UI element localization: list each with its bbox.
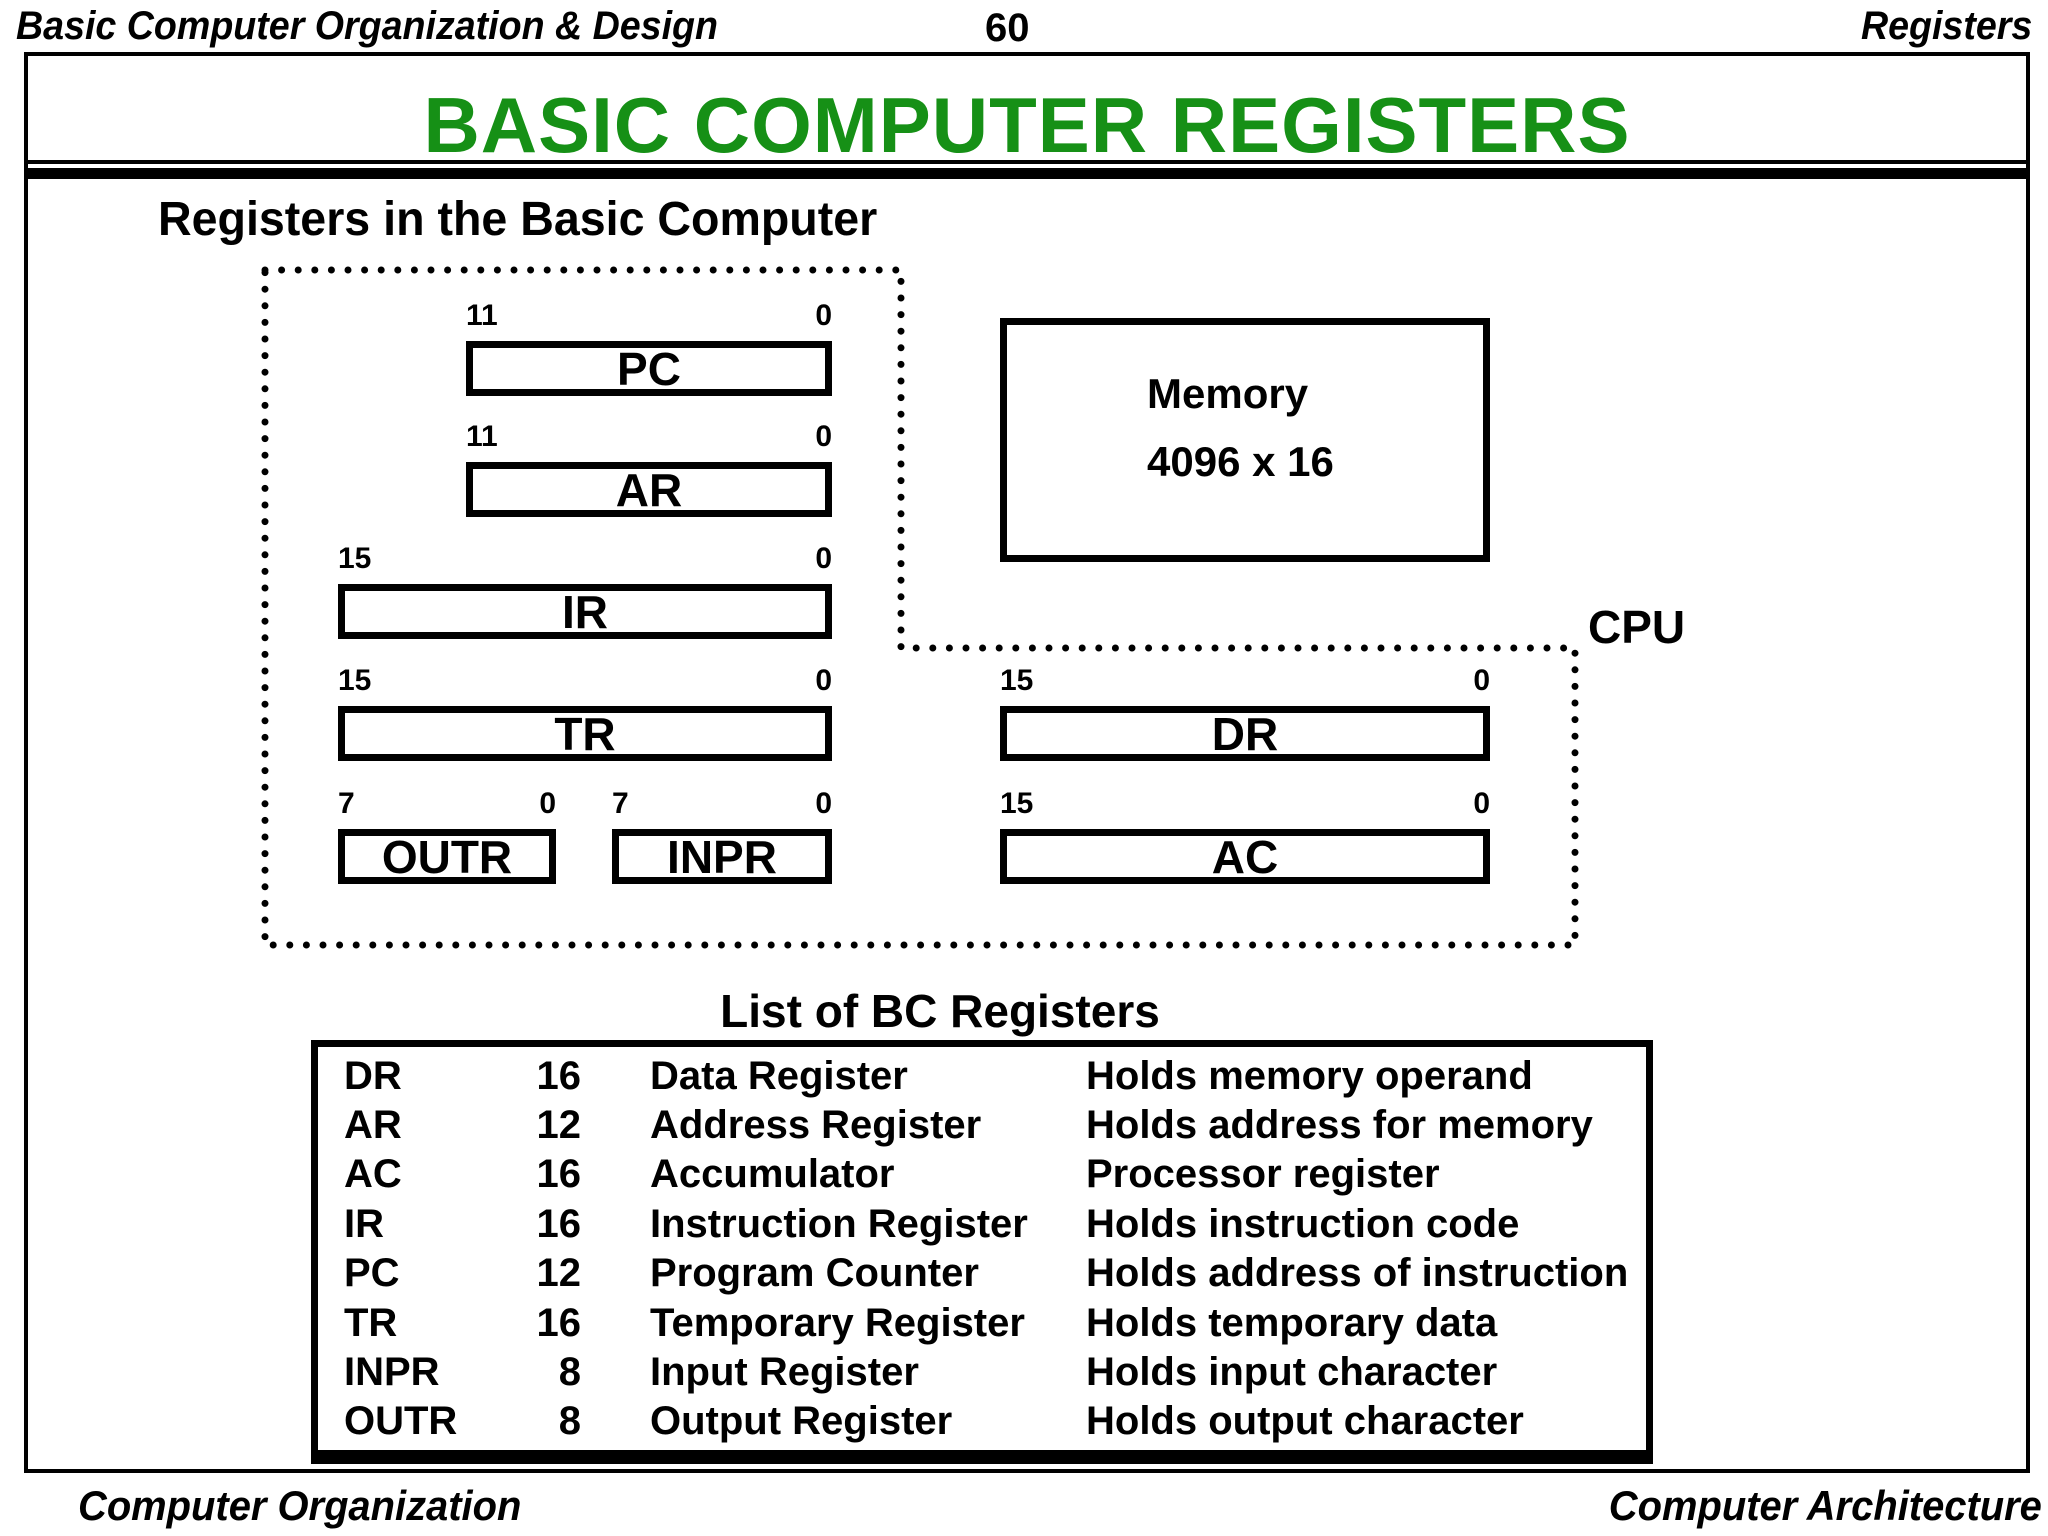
- header-course-title: Basic Computer Organization & Design: [16, 4, 718, 48]
- table-row: PC 12 Program Counter Holds address of i…: [318, 1250, 1646, 1296]
- register-tr-bit-range: 15 0: [338, 665, 832, 697]
- slide-title: BASIC COMPUTER REGISTERS: [423, 81, 1631, 169]
- outr-low-bit: 0: [539, 787, 556, 820]
- row-register-description: Holds address of instruction: [1086, 1251, 1629, 1296]
- register-dr: 15 0 DR: [1000, 665, 1490, 761]
- ir-low-bit: 0: [815, 542, 832, 575]
- memory-size-label: 4096 x 16: [1147, 438, 1334, 485]
- table-row: INPR 8 Input Register Holds input charac…: [318, 1349, 1646, 1395]
- row-register-fullname: Output Register: [650, 1399, 953, 1444]
- dr-low-bit: 0: [1473, 664, 1490, 697]
- row-register-fullname: Input Register: [650, 1349, 919, 1394]
- title-divider-thin: [28, 160, 2026, 164]
- row-register-name: DR: [344, 1053, 402, 1098]
- row-register-bits: 12: [536, 1103, 582, 1148]
- ac-box: AC: [1000, 829, 1490, 884]
- row-register-description: Holds instruction code: [1086, 1201, 1520, 1246]
- row-register-bits: 16: [536, 1053, 582, 1098]
- table-row: OUTR 8 Output Register Holds output char…: [318, 1398, 1646, 1444]
- ac-high-bit: 15: [1000, 787, 1034, 820]
- row-register-name: AR: [344, 1103, 402, 1148]
- row-register-description: Holds address for memory: [1086, 1103, 1593, 1148]
- row-register-bits: 16: [536, 1300, 582, 1345]
- memory-box-text: Memory 4096 x 16: [1147, 373, 1334, 483]
- row-register-name: AC: [344, 1152, 402, 1197]
- inpr-high-bit: 7: [612, 787, 629, 820]
- register-pc: 11 0 PC: [466, 300, 832, 396]
- row-register-bits: 8: [558, 1349, 581, 1394]
- outr-high-bit: 7: [338, 787, 355, 820]
- table-row: IR 16 Instruction Register Holds instruc…: [318, 1201, 1646, 1247]
- header-section-title: Registers: [1860, 4, 2032, 48]
- table-row: TR 16 Temporary Register Holds temporary…: [318, 1300, 1646, 1346]
- row-register-name: PC: [344, 1251, 400, 1296]
- title-divider-thick: [28, 168, 2026, 179]
- table-row: AC 16 Accumulator Processor register: [318, 1151, 1646, 1197]
- slide-border: [24, 52, 2030, 1473]
- footer-left: Computer Organization: [78, 1482, 522, 1529]
- row-register-bits: 16: [536, 1201, 582, 1246]
- register-ar-bit-range: 11 0: [466, 421, 832, 453]
- tr-low-bit: 0: [815, 664, 832, 697]
- memory-label: Memory: [1147, 370, 1309, 417]
- ar-low-bit: 0: [815, 420, 832, 453]
- tr-high-bit: 15: [338, 664, 372, 697]
- register-ir: 15 0 IR: [338, 543, 832, 639]
- dr-box: DR: [1000, 706, 1490, 761]
- ar-box: AR: [466, 462, 832, 517]
- row-register-bits: 8: [558, 1399, 581, 1444]
- register-outr-bit-range: 7 0: [338, 788, 556, 820]
- row-register-description: Holds memory operand: [1086, 1053, 1533, 1098]
- row-register-fullname: Temporary Register: [650, 1300, 1025, 1345]
- row-register-description: Processor register: [1086, 1152, 1440, 1197]
- row-register-fullname: Address Register: [650, 1103, 982, 1148]
- table-row: DR 16 Data Register Holds memory operand: [318, 1053, 1646, 1099]
- inpr-low-bit: 0: [815, 787, 832, 820]
- diagram-subtitle: Registers in the Basic Computer: [158, 193, 878, 246]
- ar-high-bit: 11: [466, 420, 498, 453]
- footer-right: Computer Architecture: [1608, 1482, 2042, 1529]
- ir-high-bit: 15: [338, 542, 372, 575]
- inpr-box: INPR: [612, 829, 832, 884]
- pc-high-bit: 11: [466, 299, 498, 332]
- pc-low-bit: 0: [815, 299, 832, 332]
- row-register-name: INPR: [344, 1349, 440, 1394]
- row-register-description: Holds input character: [1086, 1349, 1498, 1394]
- register-list-heading: List of BC Registers: [720, 985, 1160, 1037]
- row-register-name: OUTR: [344, 1399, 458, 1444]
- row-register-fullname: Data Register: [650, 1053, 908, 1098]
- register-dr-bit-range: 15 0: [1000, 665, 1490, 697]
- row-register-description: Holds output character: [1086, 1399, 1524, 1444]
- row-register-bits: 16: [536, 1152, 582, 1197]
- table-row: AR 12 Address Register Holds address for…: [318, 1102, 1646, 1148]
- register-ac-bit-range: 15 0: [1000, 788, 1490, 820]
- register-outr: 7 0 OUTR: [338, 788, 556, 884]
- pc-box: PC: [466, 341, 832, 396]
- ir-box: IR: [338, 584, 832, 639]
- row-register-fullname: Accumulator: [650, 1152, 895, 1197]
- row-register-fullname: Instruction Register: [650, 1201, 1028, 1246]
- register-inpr-bit-range: 7 0: [612, 788, 832, 820]
- outr-box: OUTR: [338, 829, 556, 884]
- row-register-bits: 12: [536, 1251, 582, 1296]
- register-tr: 15 0 TR: [338, 665, 832, 761]
- memory-box: Memory 4096 x 16: [1000, 318, 1490, 562]
- header-page-number: 60: [985, 6, 1030, 50]
- register-table: DR 16 Data Register Holds memory operand…: [311, 1040, 1653, 1464]
- register-ir-bit-range: 15 0: [338, 543, 832, 575]
- register-pc-bit-range: 11 0: [466, 300, 832, 332]
- register-inpr: 7 0 INPR: [612, 788, 832, 884]
- row-register-name: TR: [344, 1300, 398, 1345]
- register-ar: 11 0 AR: [466, 421, 832, 517]
- dr-high-bit: 15: [1000, 664, 1034, 697]
- register-ac: 15 0 AC: [1000, 788, 1490, 884]
- row-register-name: IR: [344, 1201, 384, 1246]
- ac-low-bit: 0: [1473, 787, 1490, 820]
- row-register-description: Holds temporary data: [1086, 1300, 1498, 1345]
- row-register-fullname: Program Counter: [650, 1251, 979, 1296]
- cpu-label: CPU: [1588, 601, 1686, 653]
- tr-box: TR: [338, 706, 832, 761]
